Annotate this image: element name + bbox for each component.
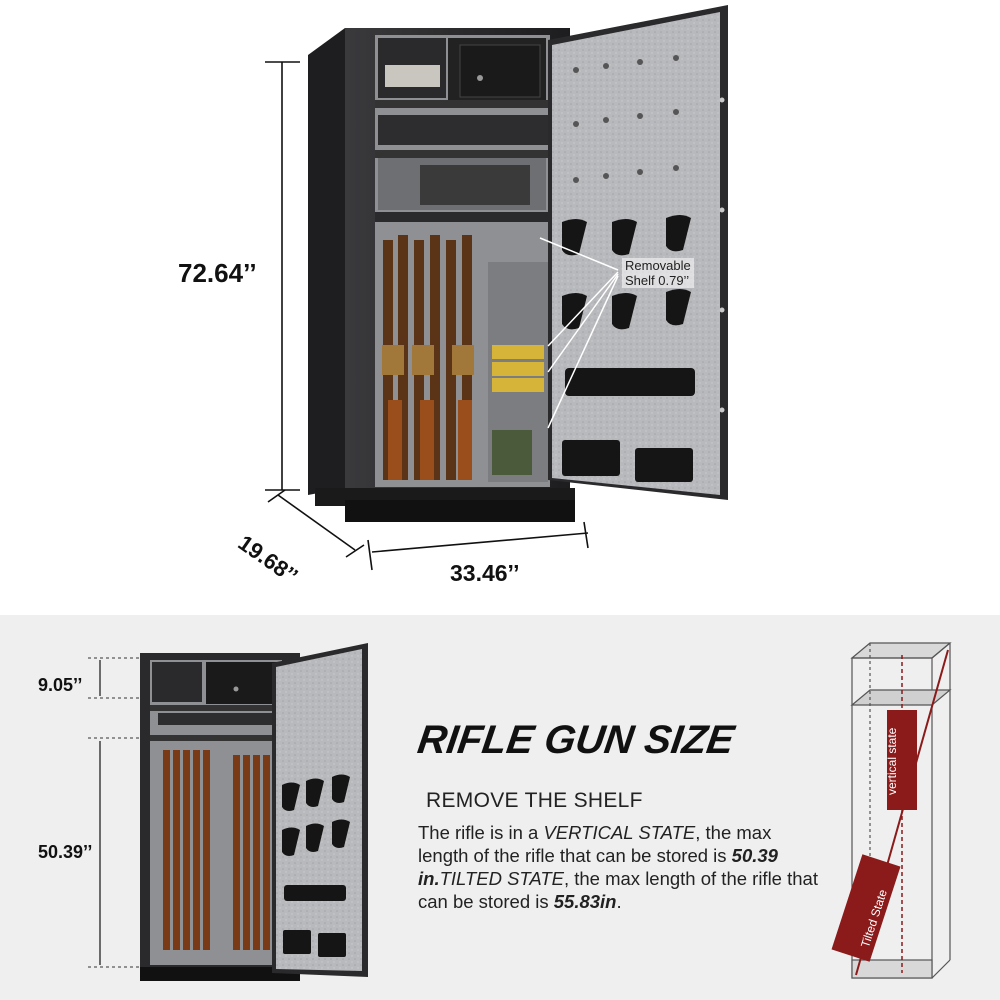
heading: RIFLE GUN SIZE (414, 718, 737, 762)
rifle-vertical-height: 50.39’’ (38, 842, 93, 862)
removable-shelf-callout: Removable Shelf 0.79’’ (622, 258, 694, 288)
callout-line-2: Shelf 0.79’’ (625, 273, 690, 288)
desc-part-1: The rifle is in a (418, 822, 544, 843)
desc-tilted-length: 55.83in (553, 891, 617, 912)
width-dimension-line (367, 521, 589, 571)
subheading: REMOVE THE SHELF (426, 789, 643, 812)
callout-lines (539, 237, 619, 429)
rifle-storage-illustration (88, 642, 952, 981)
top-panel: 72.64’’ 19.68’’ 33.46’’ Removable Shelf … (178, 5, 728, 589)
callout-line-1: Removable (625, 258, 691, 273)
vertical-state-label: vertical state (885, 727, 899, 795)
tilted-state-label-box (831, 854, 901, 962)
description: The rifle is in a VERTICAL STATE, the ma… (418, 821, 818, 913)
vertical-state-label-box (887, 710, 917, 810)
top-compartment-height: 9.05’’ (38, 675, 83, 695)
desc-period: . (616, 891, 622, 912)
width-label: 33.46’’ (450, 560, 520, 586)
depth-dimension-line (267, 489, 365, 558)
height-dimension-line (265, 61, 300, 491)
desc-part-3: , the max length of the rifle that can b… (418, 822, 772, 866)
bottom-panel: 9.05’’ 50.39’’ RIFLE GUN SIZE REMOVE THE… (0, 615, 1000, 1000)
safe-illustration (265, 5, 728, 571)
desc-tilted-state: TILTED STATE (439, 868, 564, 889)
desc-vertical-state: VERTICAL STATE (543, 822, 696, 843)
desc-vertical-length: 50.39 in. (418, 845, 778, 889)
height-label: 72.64’’ (178, 258, 257, 288)
desc-part-6: , the max length of the rifle that can b… (418, 868, 818, 912)
